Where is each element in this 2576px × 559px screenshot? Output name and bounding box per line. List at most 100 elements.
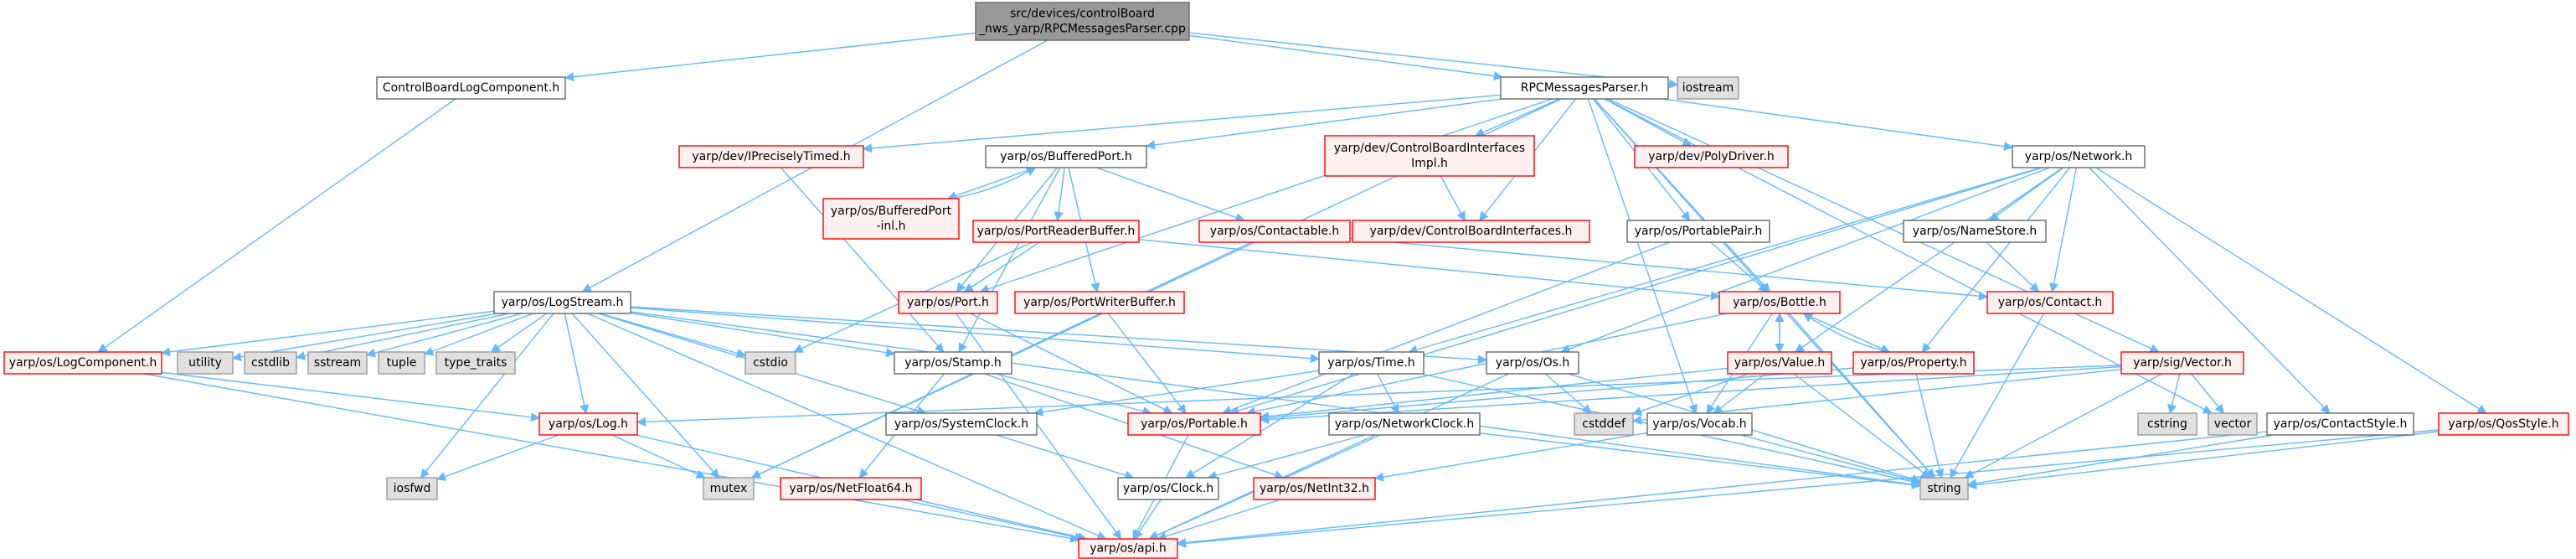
node-box — [1198, 220, 1351, 243]
edge-rpcparser-to-network — [1662, 98, 2014, 152]
node-label-line: yarp/os/Property.h — [1860, 356, 1966, 370]
node-tuple[interactable]: tuple — [378, 351, 425, 375]
node-label-line: yarp/os/Vocab.h — [1652, 417, 1746, 431]
node-qosstyle[interactable]: yarp/os/QosStyle.h — [2438, 412, 2569, 436]
node-label-line: sstream — [314, 356, 361, 370]
node-label-line: yarp/os/Bottle.h — [1733, 296, 1826, 309]
node-box — [1318, 351, 1425, 375]
node-network[interactable]: yarp/os/Network.h — [2012, 145, 2146, 168]
node-label-line: yarp/os/Contactable.h — [1210, 225, 1340, 238]
node-label: tuple — [387, 356, 417, 370]
node-label-line: yarp/os/NetworkClock.h — [1335, 417, 1475, 431]
node-label-line: RPCMessagesParser.h — [1521, 81, 1648, 95]
node-iostream[interactable]: iostream — [1677, 76, 1739, 100]
node-vocab[interactable]: yarp/os/Vocab.h — [1646, 412, 1753, 436]
edge-portreaderbuffer-to-port — [963, 241, 1040, 292]
edge-bufferedport-to-portreaderbuffer — [1054, 167, 1065, 222]
node-label: yarp/os/ContactStyle.h — [2274, 417, 2408, 431]
node-label: yarp/dev/PolyDriver.h — [1648, 150, 1775, 163]
node-bufferedport[interactable]: yarp/os/BufferedPort.h — [985, 145, 1147, 168]
node-mutex[interactable]: mutex — [703, 477, 755, 500]
node-logcomponent[interactable]: yarp/os/LogComponent.h — [3, 351, 162, 375]
node-box — [1253, 477, 1376, 500]
edge-logstream-to-cstdlib — [295, 313, 510, 361]
node-label-line: cstring — [2147, 417, 2187, 431]
node-label: yarp/os/Bottle.h — [1733, 296, 1826, 309]
node-port[interactable]: yarp/os/Port.h — [898, 291, 998, 314]
edge-rpcparser-to-bufferedport — [1145, 98, 1502, 150]
node-rpcparser[interactable]: RPCMessagesParser.h — [1500, 76, 1669, 100]
node-portwriterbuffer[interactable]: yarp/os/PortWriterBuffer.h — [1014, 291, 1185, 314]
node-bottle[interactable]: yarp/os/Bottle.h — [1718, 291, 1841, 314]
node-time[interactable]: yarp/os/Time.h — [1318, 351, 1425, 375]
node-log[interactable]: yarp/os/Log.h — [538, 412, 638, 436]
node-portablepair[interactable]: yarp/os/PortablePair.h — [1626, 220, 1770, 243]
node-box — [1324, 135, 1535, 177]
node-label: src/devices/controlBoard_nws_yarp/RPCMes… — [978, 8, 1186, 36]
node-box — [1078, 538, 1178, 559]
node-networkclock[interactable]: yarp/os/NetworkClock.h — [1328, 412, 1481, 436]
node-sstream[interactable]: sstream — [307, 351, 368, 375]
node-label: yarp/os/NameStore.h — [1913, 225, 2037, 238]
node-box — [1646, 412, 1753, 436]
node-label: vector — [2214, 417, 2252, 431]
node-contactstyle[interactable]: yarp/os/ContactStyle.h — [2266, 412, 2414, 436]
node-string[interactable]: string — [1919, 477, 1969, 500]
node-iosfwd[interactable]: iosfwd — [386, 477, 438, 500]
node-vector[interactable]: vector — [2208, 412, 2258, 436]
node-label-line: yarp/os/LogComponent.h — [9, 356, 157, 370]
node-polydriver[interactable]: yarp/dev/PolyDriver.h — [1634, 145, 1789, 168]
node-label: cstring — [2147, 417, 2187, 431]
node-cbinterfaces[interactable]: yarp/dev/ControlBoardInterfaces.h — [1352, 220, 1590, 243]
node-portreaderbuffer[interactable]: yarp/os/PortReaderBuffer.h — [972, 220, 1140, 243]
node-property[interactable]: yarp/os/Property.h — [1852, 351, 1975, 375]
node-label: yarp/os/NetFloat64.h — [789, 482, 912, 495]
node-os[interactable]: yarp/os/Os.h — [1486, 351, 1579, 375]
node-type_traits[interactable]: type_traits — [435, 351, 516, 375]
edge-property-to-string — [1915, 373, 1945, 479]
edge-vector_h-to-string — [1964, 373, 2162, 479]
edge-network-to-property — [1921, 167, 2071, 353]
node-box — [1127, 412, 1261, 436]
node-netint32[interactable]: yarp/os/NetInt32.h — [1253, 477, 1376, 500]
edge-logstream-to-type_traits — [490, 313, 548, 353]
node-label-line: yarp/os/NetInt32.h — [1260, 482, 1369, 495]
node-utility[interactable]: utility — [177, 351, 234, 375]
edge-bufportinl-to-bufferedport — [947, 167, 1037, 199]
node-systemclock[interactable]: yarp/os/SystemClock.h — [885, 412, 1038, 436]
node-label-line: yarp/os/Os.h — [1496, 356, 1569, 370]
node-cblog[interactable]: ControlBoardLogComponent.h — [376, 76, 566, 100]
node-ipreciselytimed[interactable]: yarp/dev/IPreciselyTimed.h — [678, 145, 864, 168]
node-api[interactable]: yarp/os/api.h — [1078, 538, 1178, 559]
edge-networkclock-to-string — [1479, 432, 1922, 489]
edge-logstream-to-cstdio — [600, 313, 747, 358]
node-label-line: yarp/os/Contact.h — [1998, 296, 2103, 309]
node-label-line: yarp/dev/ControlBoardInterfaces — [1334, 142, 1525, 155]
node-label: yarp/dev/ControlBoardInterfaces.h — [1370, 225, 1573, 238]
node-cstring[interactable]: cstring — [2137, 412, 2197, 436]
node-vector_h[interactable]: yarp/sig/Vector.h — [2120, 351, 2244, 375]
edge-logstream-to-api — [587, 313, 1107, 541]
edge-value-to-portable — [1259, 367, 1728, 422]
node-label-line: tuple — [387, 356, 417, 370]
node-value[interactable]: yarp/os/Value.h — [1727, 351, 1832, 375]
node-namestore[interactable]: yarp/os/NameStore.h — [1903, 220, 2047, 243]
node-contact[interactable]: yarp/os/Contact.h — [1986, 291, 2114, 314]
node-bufportinl[interactable]: yarp/os/BufferedPort-inl.h — [822, 198, 960, 240]
node-label-line: vector — [2214, 417, 2252, 431]
node-contactable[interactable]: yarp/os/Contactable.h — [1198, 220, 1351, 243]
node-root[interactable]: src/devices/controlBoard_nws_yarp/RPCMes… — [975, 2, 1190, 41]
node-cstdlib[interactable]: cstdlib — [244, 351, 297, 375]
node-cstdio[interactable]: cstdio — [744, 351, 796, 375]
node-label-line: yarp/os/BufferedPort.h — [1000, 150, 1132, 163]
node-logstream[interactable]: yarp/os/LogStream.h — [493, 291, 631, 314]
edge-log-to-iosfwd — [435, 434, 559, 481]
node-clock[interactable]: yarp/os/Clock.h — [1117, 477, 1219, 500]
edge-logstream-to-stamp — [630, 312, 896, 358]
node-netfloat64[interactable]: yarp/os/NetFloat64.h — [780, 477, 922, 500]
node-stamp[interactable]: yarp/os/Stamp.h — [894, 351, 1012, 375]
edge-network-to-contact — [2048, 167, 2078, 293]
node-cstddef[interactable]: cstddef — [1574, 412, 1634, 436]
node-portable[interactable]: yarp/os/Portable.h — [1127, 412, 1261, 436]
